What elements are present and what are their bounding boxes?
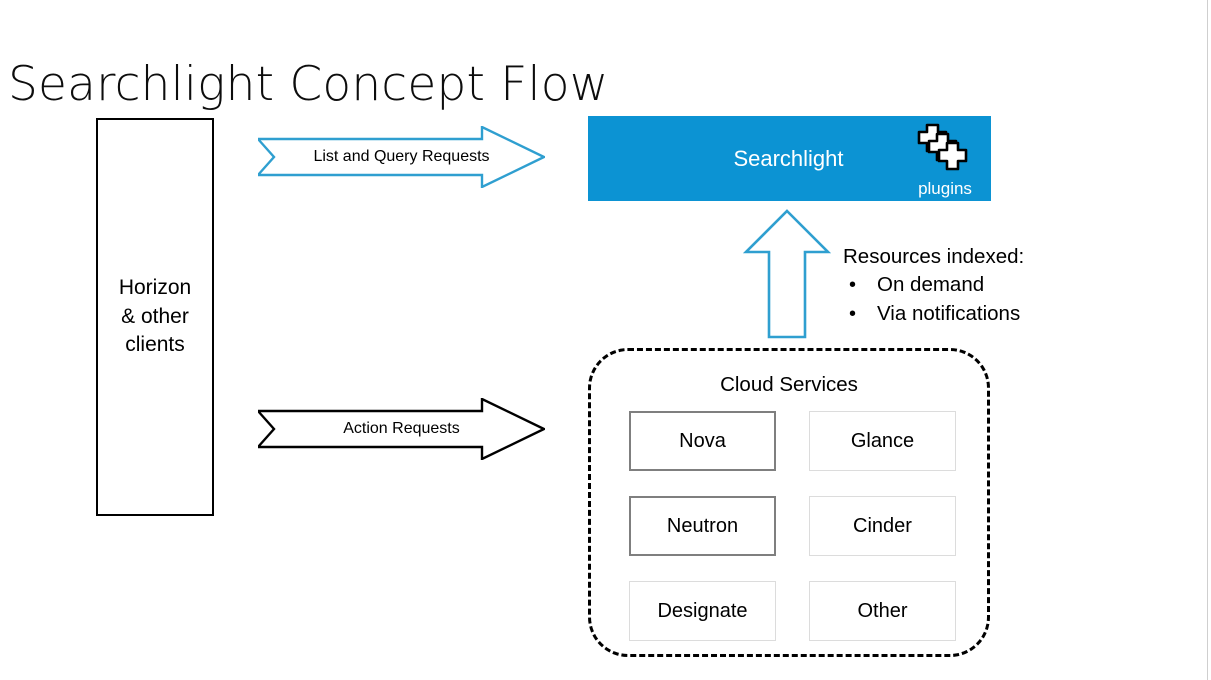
page-title: Searchlight Concept Flow [8, 57, 609, 112]
service-box-nova[interactable]: Nova [629, 411, 776, 471]
searchlight-title: Searchlight [733, 145, 844, 171]
bullet-icon: • [849, 302, 857, 325]
resources-indexed-list: • On demand • Via notifications [843, 271, 1113, 328]
arrow-list-and-query-requests: List and Query Requests [258, 126, 545, 188]
block-arrow-up-icon [743, 209, 831, 339]
searchlight-header: Searchlight plugins [588, 116, 991, 201]
cloud-services-title: Cloud Services [720, 373, 858, 396]
cloud-services-grid: Nova Glance Neutron Cinder Designate Oth… [629, 411, 959, 641]
bullet-icon: • [849, 274, 857, 296]
list-item-label: Via notifications [877, 301, 1021, 325]
service-box-neutron[interactable]: Neutron [629, 496, 776, 556]
plugins-label: plugins [918, 179, 972, 198]
service-box-other[interactable]: Other [809, 581, 956, 641]
cloud-services-container: Cloud Services Nova Glance Neutron Cinde… [588, 348, 990, 657]
arrow-action-requests: Action Requests [258, 398, 545, 460]
block-arrow-right-icon [258, 126, 545, 188]
arrow-action-requests-label: Action Requests [343, 420, 460, 437]
clients-box-line-3: clients [125, 333, 185, 357]
slide-right-edge-divider [1207, 0, 1208, 680]
plugins-puzzle-icon [913, 121, 977, 177]
list-item: • On demand [843, 271, 1113, 300]
clients-box-line-1: Horizon [118, 276, 192, 300]
list-item-label: On demand [877, 273, 985, 296]
block-arrow-right-icon [258, 398, 545, 460]
plugins-badge: plugins [904, 121, 986, 199]
clients-box-line-2: & other [121, 304, 189, 328]
service-box-glance[interactable]: Glance [809, 411, 956, 471]
clients-box: Horizon & other clients [96, 118, 214, 516]
list-item: • Via notifications [843, 300, 1113, 329]
service-box-designate[interactable]: Designate [629, 581, 776, 641]
resources-indexed-heading: Resources indexed: [843, 245, 1025, 268]
arrow-indexing-up [743, 208, 831, 340]
clients-box-label: Horizon & other clients [119, 274, 191, 360]
service-box-cinder[interactable]: Cinder [809, 496, 956, 556]
arrow-list-and-query-requests-label: List and Query Requests [313, 148, 490, 165]
resources-indexed-note: Resources indexed: • On demand • Via not… [843, 243, 1113, 328]
